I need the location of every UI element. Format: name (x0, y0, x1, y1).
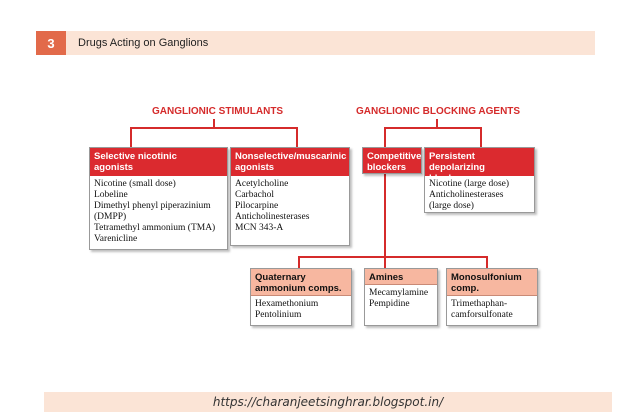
connector-line (436, 119, 438, 128)
list-item: Anticholinesterases (429, 190, 504, 200)
connector-line (130, 127, 298, 129)
card-heading: Persistent depolarizing blockers (425, 148, 534, 184)
list-item: camforsulfonate (451, 310, 513, 320)
list-item: (large dose) (429, 201, 474, 211)
quaternary-ammonium-card: Quaternary ammonium comps. Hexamethonium… (250, 268, 352, 326)
list-item: Pilocarpine (235, 201, 279, 211)
card-heading: Monosulfonium comp. (447, 269, 537, 296)
nonselective-muscarinic-card: Nonselective/muscarinic agonists Acetylc… (230, 147, 350, 246)
persistent-depolarizing-card: Persistent depolarizing blockers Nicotin… (424, 147, 535, 213)
list-item: Nicotine (small dose) (94, 179, 176, 189)
list-item: Anticholinesterases (235, 212, 310, 222)
blockers-title: GANGLIONIC BLOCKING AGENTS (356, 106, 521, 117)
list-item: Dimethyl phenyl piperazinium (94, 201, 211, 211)
list-item: Tetramethyl ammonium (TMA) (94, 223, 216, 233)
footer-url-link[interactable]: https://charanjeetsinghrar.blogspot.in/ (212, 395, 444, 409)
list-item: Pempidine (369, 299, 410, 309)
connector-line (296, 127, 298, 147)
header-bar (36, 31, 595, 55)
connector-line (384, 173, 386, 257)
connector-line (486, 256, 488, 268)
card-body: Nicotine (small dose) Lobeline Dimethyl … (90, 176, 227, 248)
card-body: Acetylcholine Carbachol Pilocarpine Anti… (231, 176, 349, 237)
slide-number: 3 (36, 31, 66, 55)
connector-line (298, 256, 300, 268)
connector-line (480, 127, 482, 147)
connector-line (384, 127, 386, 147)
list-item: Acetylcholine (235, 179, 289, 189)
card-body: Trimethaphan- camforsulfonate (447, 296, 537, 324)
list-item: Trimethaphan- (451, 299, 508, 309)
list-item: Nicotine (large dose) (429, 179, 510, 189)
list-item: Lobeline (94, 190, 128, 200)
card-body: Mecamylamine Pempidine (365, 285, 437, 313)
amines-card: Amines Mecamylamine Pempidine (364, 268, 438, 326)
list-item: Pentolinium (255, 310, 302, 320)
monosulfonium-card: Monosulfonium comp. Trimethaphan- camfor… (446, 268, 538, 326)
card-body: Hexamethonium Pentolinium (251, 296, 351, 324)
selective-nicotinic-card: Selective nicotinic agonists Nicotine (s… (89, 147, 228, 250)
card-heading: Competitive blockers (363, 148, 421, 173)
connector-line (130, 127, 132, 147)
connector-line (213, 119, 215, 128)
competitive-blockers-card: Competitive blockers (362, 147, 422, 174)
connector-line (384, 127, 482, 129)
connector-line (298, 256, 488, 258)
list-item: Carbachol (235, 190, 275, 200)
card-heading: Selective nicotinic agonists (90, 148, 227, 176)
card-body: Nicotine (large dose) Anticholinesterase… (425, 176, 534, 215)
list-item: Varenicline (94, 234, 138, 244)
footer-bar (44, 392, 612, 412)
list-item: (DMPP) (94, 212, 127, 222)
list-item: Hexamethonium (255, 299, 319, 309)
card-heading: Quaternary ammonium comps. (251, 269, 351, 296)
list-item: MCN 343-A (235, 223, 284, 233)
card-heading: Amines (365, 269, 437, 285)
list-item: Mecamylamine (369, 288, 429, 298)
card-heading: Nonselective/muscarinic agonists (231, 148, 349, 176)
slide-title: Drugs Acting on Ganglions (78, 37, 209, 49)
connector-line (384, 256, 386, 268)
stimulants-title: GANGLIONIC STIMULANTS (152, 106, 284, 117)
